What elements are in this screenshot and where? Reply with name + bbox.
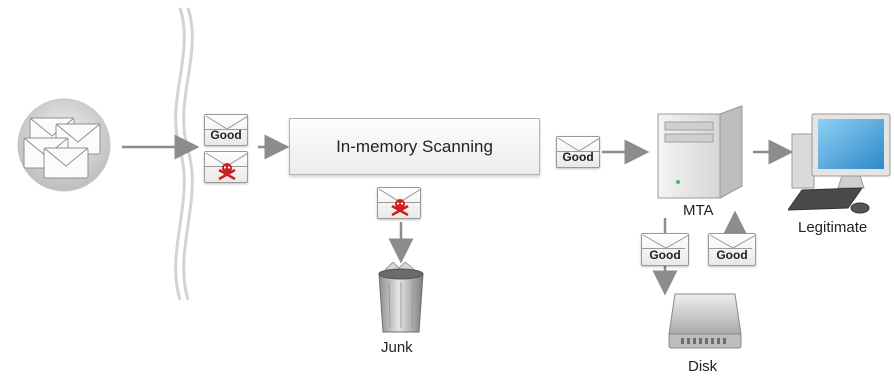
envelope-label: Good (716, 248, 748, 262)
good-envelope-to-disk: Good (641, 233, 689, 266)
good-envelope-from-disk: Good (708, 233, 756, 266)
junk-label: Junk (381, 339, 413, 356)
incoming-mail-icon (8, 98, 120, 193)
trash-can-icon (375, 261, 427, 336)
malicious-envelope-junk (377, 187, 421, 219)
envelope-label: Good (210, 128, 242, 142)
mta-label: MTA (683, 202, 714, 219)
envelope-label: Good (562, 150, 594, 164)
good-envelope-to-mta: Good (556, 136, 600, 168)
skull-crossbones-icon (391, 199, 409, 216)
skull-crossbones-icon (218, 163, 236, 180)
legitimate-label: Legitimate (798, 219, 868, 236)
good-envelope-entry: Good (204, 114, 248, 146)
in-memory-scanning-box: In-memory Scanning (289, 118, 540, 175)
disk-label: Disk (688, 358, 718, 375)
malicious-envelope-entry (204, 151, 248, 183)
scan-box-label: In-memory Scanning (336, 136, 493, 156)
hard-disk-icon (667, 290, 743, 352)
server-tower-icon (650, 104, 750, 204)
envelope-label: Good (649, 248, 681, 262)
desktop-computer-icon (787, 108, 894, 218)
